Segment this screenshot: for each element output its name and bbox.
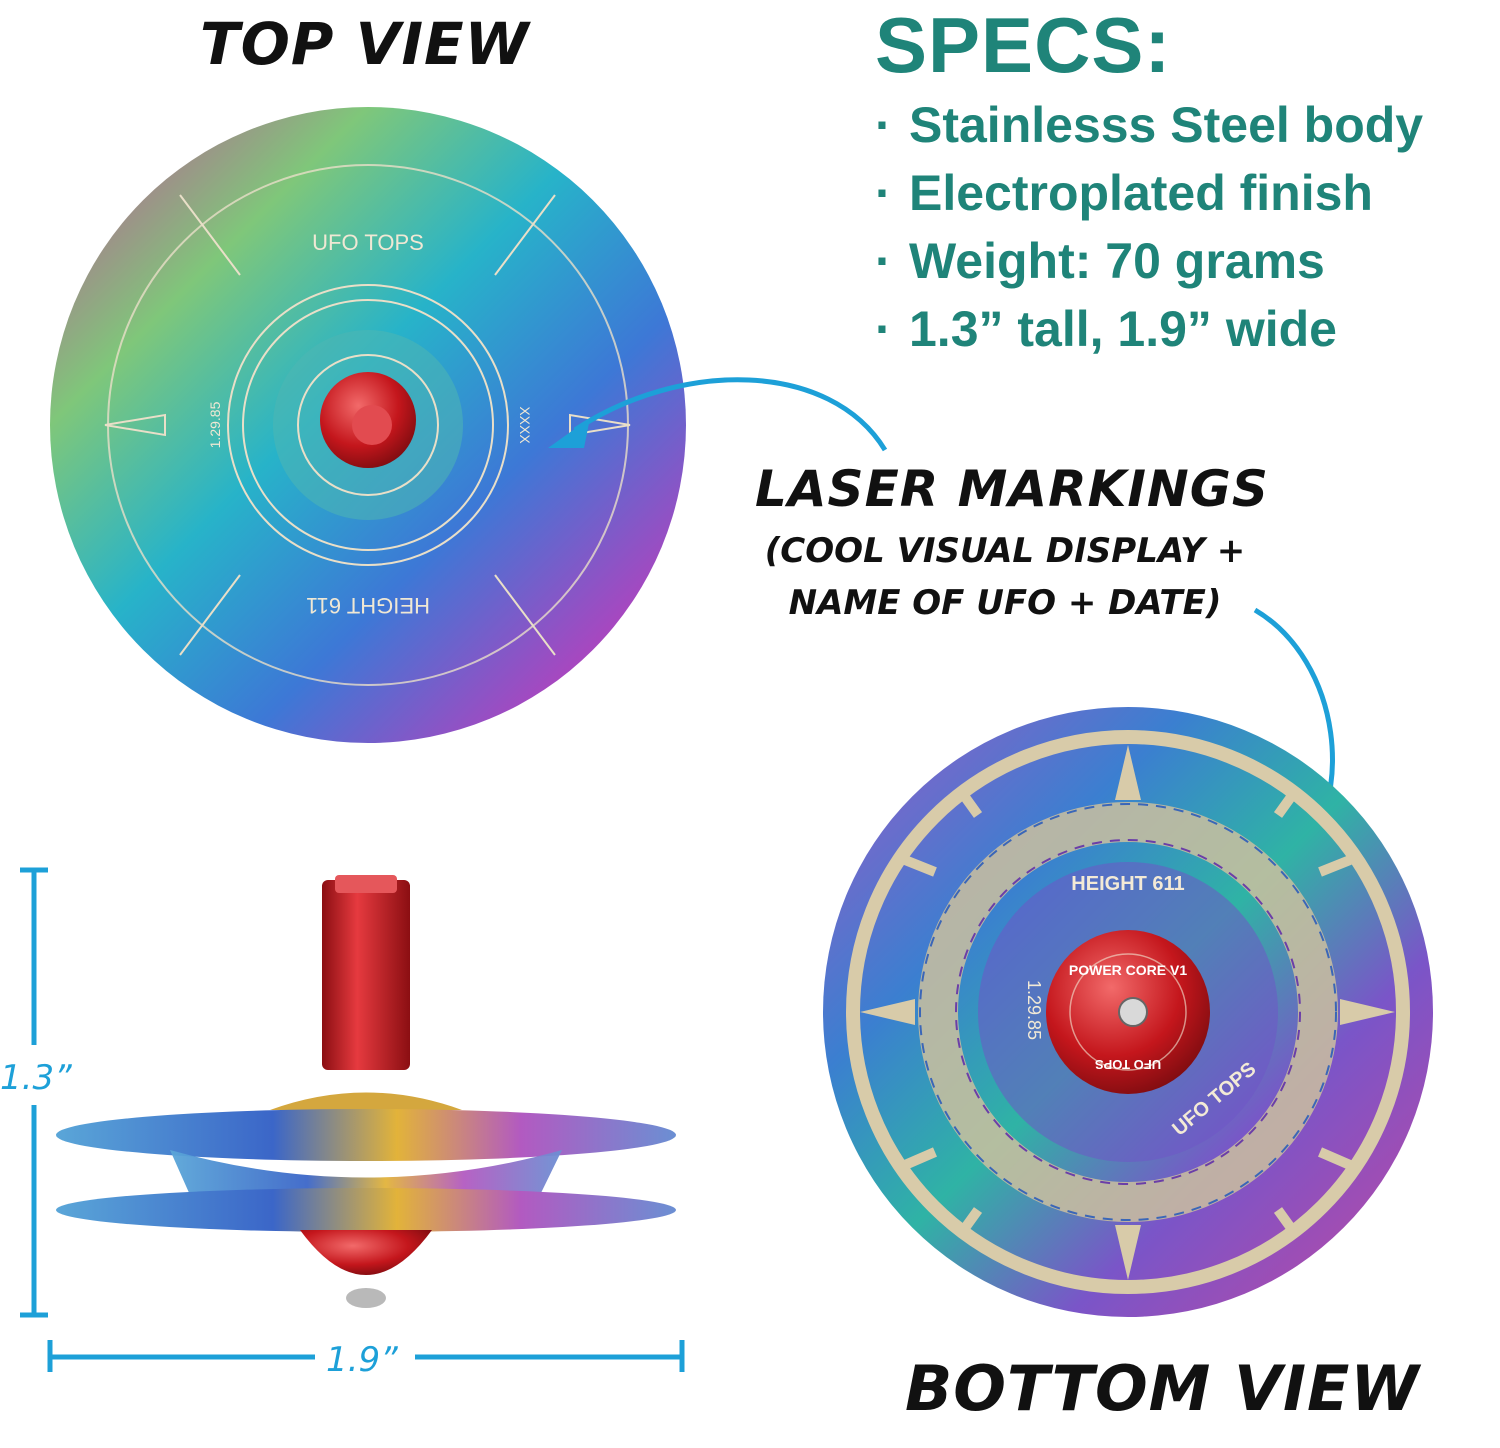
bearing-tip [1118,997,1148,1027]
arrow-mark-icon [104,413,166,437]
height-dimension [20,867,48,1318]
spec-item: · 1.3” tall, 1.9” wide [875,299,1423,367]
width-dimension-label: 1.9” [326,1340,398,1380]
spec-text: Electroplated finish [909,165,1373,221]
lower-disc-edge [56,1188,676,1232]
bullet-icon: · [875,301,892,357]
engraving-core: POWER CORE V1 [1069,962,1187,978]
engraved-lines [179,194,556,656]
laser-sub-line-1: (COOL VISUAL DISPLAY + [764,531,1246,571]
upper-disc-edge [56,1109,676,1161]
spec-item: · Stainlesss Steel body [875,95,1423,163]
engraving-brand-core: UFO TOPS [1095,1057,1162,1072]
specs-list: · Stainlesss Steel body · Electroplated fi… [875,95,1423,367]
x-pattern-band [918,802,1338,1222]
arrowhead-icon [548,418,590,448]
tick-marks [903,787,1352,1238]
spec-text: 1.3” tall, 1.9” wide [909,301,1337,357]
engraving-date: 1.29.85 [207,401,223,448]
bullet-icon: · [875,97,892,153]
bullet-icon: · [875,165,892,221]
callout-arrow-top [573,377,888,452]
outer-band [846,730,1410,1294]
bearing-tip [346,1288,386,1308]
engraving-marks: XXXX [517,406,533,444]
bottom-view-title: BOTTOM VIEW [905,1352,1420,1425]
spec-item: · Weight: 70 grams [875,231,1423,299]
spec-text: Weight: 70 grams [909,233,1325,289]
height-dimension-label: 1.3” [0,1058,72,1098]
red-stem [322,880,410,1070]
arrow-mark-icon [569,413,631,437]
laser-markings-title: LASER MARKINGS [755,460,1269,518]
x-pattern [919,803,1337,1221]
red-tip [300,1230,432,1275]
compass-point-icon [1115,745,1141,800]
engraved-ring [242,299,494,551]
engraving-brand: UFO TOPS [312,230,424,255]
laser-markings-subtitle: (COOL VISUAL DISPLAY + NAME OF UFO + DAT… [745,525,1265,629]
specs-title: SPECS: [875,1,1172,89]
red-core-tip [352,405,392,445]
spec-item: · Electroplated finish [875,163,1423,231]
width-dimension [47,1340,685,1372]
engraving-date: 1.29.85 [1024,980,1044,1040]
engraving-model: HEIGHT 611 [306,593,430,618]
x-pattern [955,839,1301,1185]
compass-point-icon [1340,999,1395,1025]
hub-collar [270,1092,462,1110]
engraved-ring [297,354,439,496]
engraved-ring [227,284,509,566]
compass-point-icon [1115,1225,1141,1280]
compass-point-icon [860,999,915,1025]
side-view-top [56,875,676,1308]
stem-cap [335,875,397,893]
spec-text: Stainlesss Steel body [909,97,1424,153]
bullet-icon: · [875,233,892,289]
top-view-disc: UFO TOPS HEIGHT 611 1.29.85 XXXX [50,107,686,743]
top-view-title: TOP VIEW [200,10,530,78]
bottom-view-disc: HEIGHT 611 1.29.85 UFO TOPS POWER CORE V… [823,707,1433,1317]
laser-sub-line-2: NAME OF UFO + DATE) [788,583,1222,623]
core-ring [1069,953,1187,1071]
engraving-model: HEIGHT 611 [1071,873,1184,895]
